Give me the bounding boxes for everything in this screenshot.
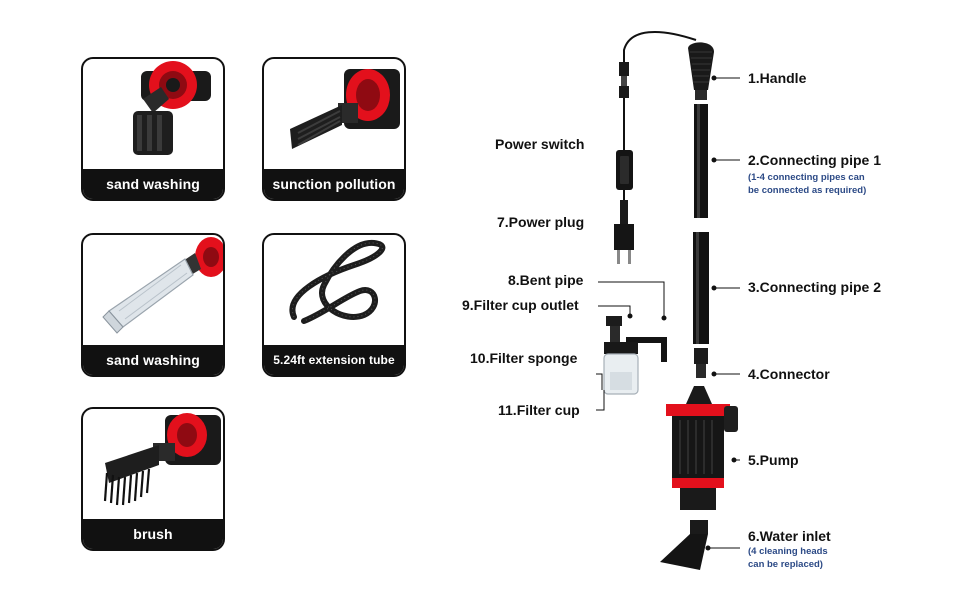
- handle-part: [688, 42, 714, 100]
- connecting-pipe-2-part: [693, 232, 709, 344]
- filter-cup-part: [603, 316, 639, 395]
- sand-washing-head-image: [133, 61, 211, 155]
- card-caption: sunction pollution: [264, 169, 404, 199]
- accessory-card-suction-pollution: sunction pollution: [262, 57, 406, 201]
- card-caption: sand washing: [83, 345, 223, 375]
- label-filter-sponge: 10.Filter sponge: [470, 350, 578, 366]
- label-water-inlet: 6.Water inlet: [748, 528, 831, 544]
- water-inlet-part: [660, 520, 708, 570]
- note-water-inlet-line2: can be replaced): [748, 559, 823, 570]
- card-caption: brush: [83, 519, 223, 549]
- leader-dots: [627, 75, 737, 551]
- accessory-card-sand-washing-tube: sand washing: [81, 233, 225, 377]
- connector-part: [694, 348, 708, 378]
- accessory-card-sand-washing: sand washing: [81, 57, 225, 201]
- card-caption: sand washing: [83, 169, 223, 199]
- accessory-card-brush: brush: [81, 407, 225, 551]
- label-power-switch: Power switch: [495, 136, 585, 152]
- accessory-card-extension-tube: 5.24ft extension tube: [262, 233, 406, 377]
- label-pump: 5.Pump: [748, 452, 799, 468]
- connecting-pipe-1-part: [694, 104, 708, 218]
- brush-head-image: [103, 413, 221, 506]
- note-connecting-pipe-1-line1: (1-4 connecting pipes can: [748, 172, 865, 183]
- label-power-plug: 7.Power plug: [497, 214, 585, 230]
- card-caption: 5.24ft extension tube: [264, 345, 404, 375]
- power-plug-icon: [614, 200, 634, 264]
- power-cord: [619, 31, 697, 150]
- note-water-inlet-line1: (4 cleaning heads: [748, 546, 828, 557]
- label-connecting-pipe-1: 2.Connecting pipe 1: [748, 152, 882, 168]
- power-switch-icon: [616, 150, 633, 200]
- label-filter-cup: 11.Filter cup: [498, 402, 580, 418]
- label-connector: 4.Connector: [748, 366, 830, 382]
- extension-tube-image: [289, 239, 386, 324]
- suction-nozzle-image: [290, 69, 400, 149]
- label-filter-cup-outlet: 9.Filter cup outlet: [462, 297, 579, 313]
- label-bent-pipe: 8.Bent pipe: [508, 272, 584, 288]
- label-connecting-pipe-2: 3.Connecting pipe 2: [748, 279, 882, 295]
- label-handle: 1.Handle: [748, 70, 807, 86]
- pump-part: [666, 386, 738, 510]
- bent-pipe-part: [626, 337, 667, 362]
- note-connecting-pipe-1-line2: be connected as required): [748, 185, 867, 196]
- clear-sand-tube-image: [102, 237, 223, 334]
